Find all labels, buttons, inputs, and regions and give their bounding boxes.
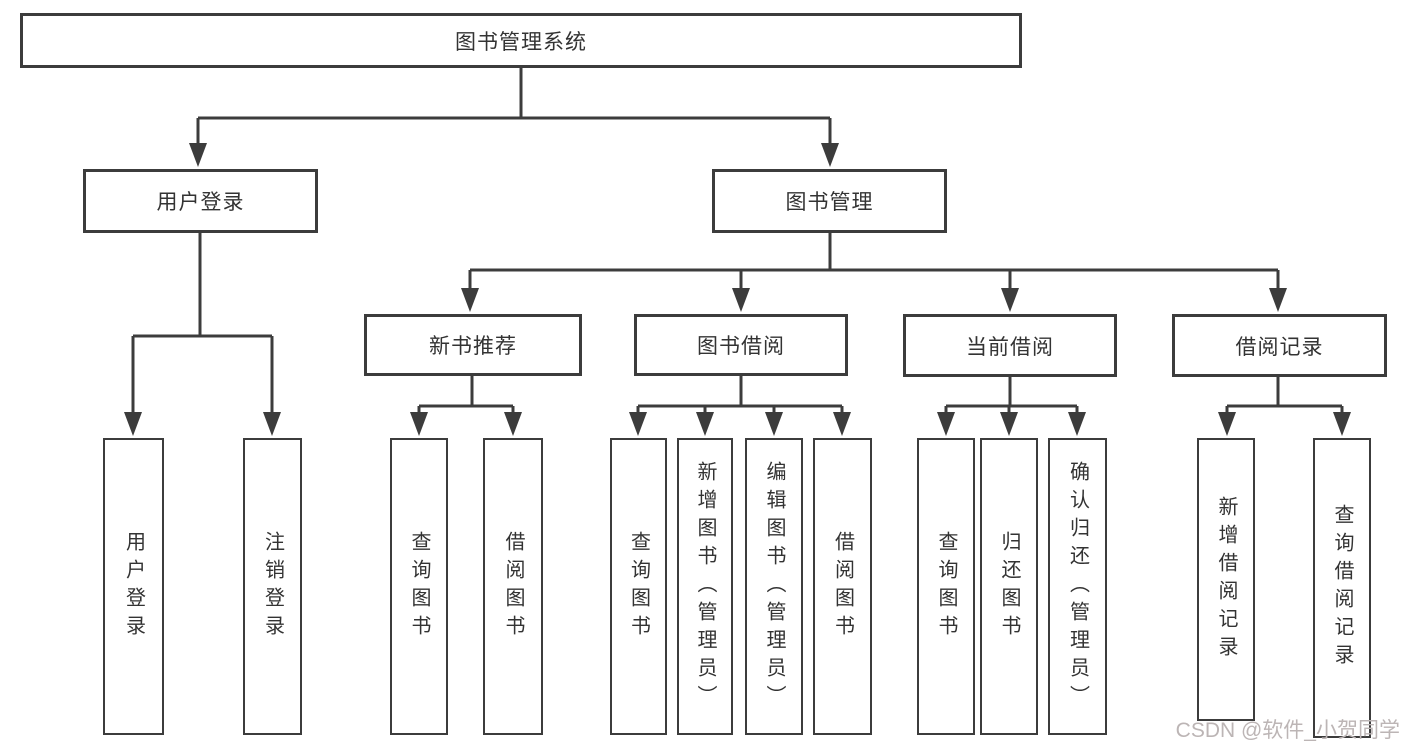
node-label: 查询借阅记录: [1331, 504, 1353, 672]
leaf-edit-books-admin: 编辑图书（管理员）: [745, 438, 803, 735]
node-new-book-recommendation: 新书推荐: [364, 314, 582, 376]
leaf-borrow-books-2: 借阅图书: [813, 438, 872, 735]
node-label: 归还图书: [998, 530, 1020, 643]
leaf-logout: 注销登录: [243, 438, 302, 735]
leaf-query-books-1: 查询图书: [390, 438, 448, 735]
node-label: 查询图书: [935, 530, 957, 643]
node-borrowing-records: 借阅记录: [1172, 314, 1387, 377]
node-label: 图书管理: [785, 191, 874, 214]
node-label: 图书借阅: [697, 335, 785, 358]
node-label: 用户登录: [122, 530, 145, 643]
leaf-query-borrow-record: 查询借阅记录: [1313, 438, 1371, 738]
node-label: 借阅图书: [502, 530, 524, 643]
leaf-add-books-admin: 新增图书（管理员）: [677, 438, 733, 735]
node-label: 查询图书: [627, 530, 650, 643]
node-label: 图书管理系统: [455, 30, 587, 54]
node-user-login: 用户登录: [83, 169, 318, 233]
csdn-watermark: CSDN @软件_小贺同学: [1175, 719, 1400, 742]
node-label: 确认归还（管理员）: [1066, 460, 1089, 713]
node-label: 当前借阅: [966, 335, 1054, 359]
leaf-confirm-return-admin: 确认归还（管理员）: [1048, 438, 1107, 735]
leaf-add-borrow-record: 新增借阅记录: [1197, 438, 1255, 721]
node-label: 新增图书（管理员）: [694, 460, 716, 713]
leaf-query-books-2: 查询图书: [610, 438, 667, 735]
node-label: 借阅记录: [1235, 335, 1324, 359]
node-book-borrowing: 图书借阅: [634, 314, 848, 376]
leaf-user-login: 用户登录: [103, 438, 164, 735]
node-current-borrowing: 当前借阅: [903, 314, 1117, 377]
node-label: 注销登录: [261, 530, 284, 643]
node-label: 编辑图书（管理员）: [763, 460, 785, 713]
node-library-management-system: 图书管理系统: [20, 13, 1022, 68]
node-label: 用户登录: [156, 191, 245, 214]
node-book-management: 图书管理: [712, 169, 947, 233]
node-label: 借阅图书: [831, 530, 854, 643]
node-label: 新增借阅记录: [1215, 495, 1237, 664]
leaf-borrow-books-1: 借阅图书: [483, 438, 543, 735]
node-label: 新书推荐: [429, 335, 517, 358]
node-label: 查询图书: [408, 530, 430, 643]
leaf-query-books-3: 查询图书: [917, 438, 975, 735]
leaf-return-books: 归还图书: [980, 438, 1038, 735]
